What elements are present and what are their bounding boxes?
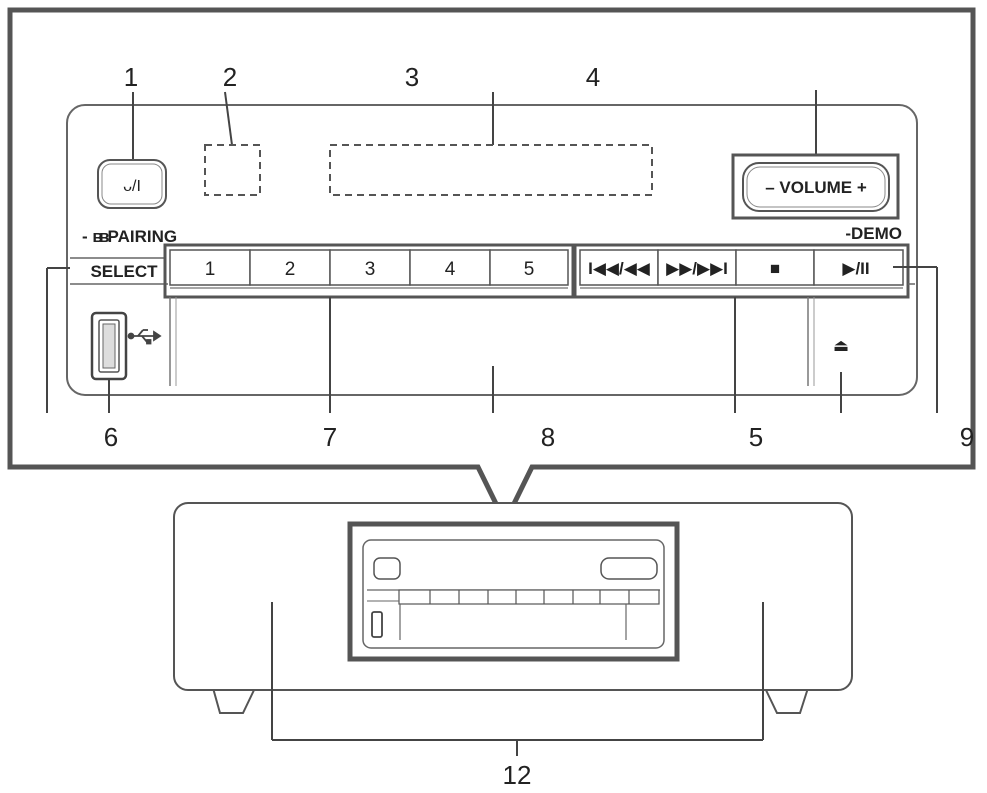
number-buttons-highlight (163, 243, 575, 299)
play-pause-button[interactable] (813, 249, 904, 286)
mini-usb-port (371, 611, 383, 638)
callout-2: 2 (223, 62, 237, 92)
play-pause-icon: ▶/II (842, 259, 869, 278)
volume-button-inner (746, 166, 886, 208)
demo-label: -DEMO (845, 224, 902, 243)
callout-12: 12 (503, 760, 532, 790)
mini-button-dividers (429, 590, 630, 604)
number-button-5[interactable] (489, 249, 569, 286)
number-button-4[interactable] (409, 249, 491, 286)
display-outline (329, 144, 653, 196)
number-button-4-label: 4 (445, 259, 456, 280)
callout-1: 1 (124, 62, 138, 92)
callout-9: 9 (960, 422, 974, 452)
skip-forward-button[interactable] (657, 249, 737, 286)
number-button-1[interactable] (169, 249, 251, 286)
select-button[interactable]: SELECT (90, 262, 158, 281)
volume-label: – VOLUME + (765, 178, 867, 197)
eject-icon[interactable]: ⏏ (833, 336, 849, 355)
callout-6: 6 (104, 422, 118, 452)
pairing-label: - ʙ PAIRING (82, 227, 177, 246)
left-foot (212, 687, 256, 714)
mini-volume-button (600, 557, 658, 580)
power-button-inner (101, 163, 163, 205)
usb-port-tongue (102, 323, 116, 369)
bluetooth-icon: ʙ (99, 227, 109, 246)
callout-7: 7 (323, 422, 337, 452)
skip-forward-icon: ▶▶/▶▶I (666, 259, 728, 278)
volume-button[interactable] (742, 162, 890, 212)
leader-2 (224, 91, 233, 146)
mini-power-button (373, 557, 401, 580)
number-button-1-label: 1 (205, 259, 216, 280)
callout-8: 8 (541, 422, 555, 452)
mini-button-row (398, 589, 660, 605)
remote-sensor-outline (204, 144, 261, 196)
transport-buttons-highlight (573, 243, 910, 299)
number-button-2-label: 2 (285, 259, 296, 280)
stop-icon: ■ (770, 259, 780, 278)
callout-5-lower: 5 (749, 422, 763, 452)
power-icon: ᴗ/I (123, 178, 141, 195)
callout-4: 4 (586, 62, 600, 92)
number-button-3-label: 3 (365, 259, 376, 280)
number-button-5-label: 5 (524, 259, 535, 280)
callout-3: 3 (405, 62, 419, 92)
usb-icon (127, 329, 162, 345)
right-foot (764, 687, 809, 714)
skip-back-icon: I◀◀/◀◀ (588, 259, 651, 278)
power-button[interactable] (97, 159, 167, 209)
